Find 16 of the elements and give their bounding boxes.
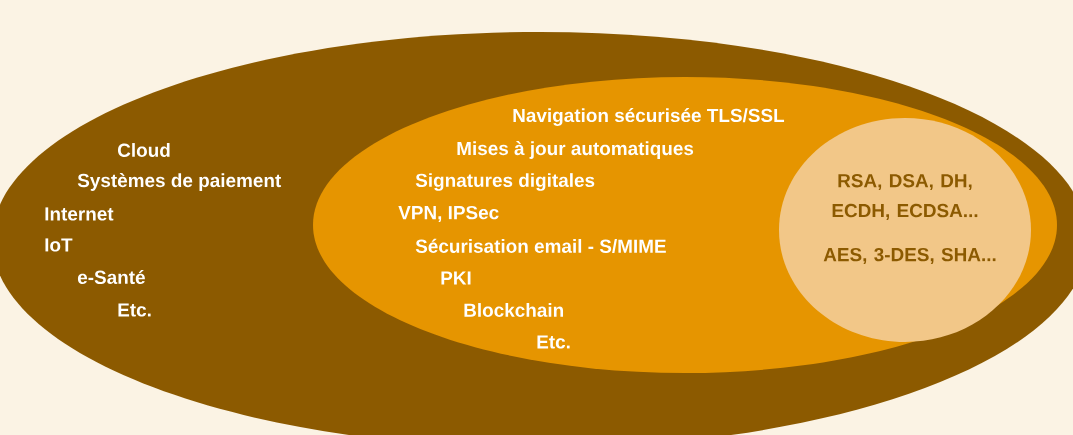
item-label: Blockchain <box>464 303 563 317</box>
item-label: Systèmes de paiement <box>77 173 282 191</box>
item-label: Sécurisation email - S/MIME <box>415 238 666 254</box>
item-label: VPN, IPSec <box>398 205 499 223</box>
item-label: Etc. <box>118 303 151 317</box>
item-label: Internet <box>45 207 114 221</box>
item-label: RSA, DSA, DH, ECDH, ECDSA... <box>832 173 978 220</box>
item-label: Navigation sécurisée TLS/SSL <box>513 108 785 126</box>
item-label: Etc. <box>537 335 570 349</box>
item-label: Signatures digitales <box>415 173 595 191</box>
item-label: IoT <box>45 238 73 252</box>
item-label: Mises à jour automatiques <box>457 141 694 159</box>
item-label: e-Santé <box>77 269 145 285</box>
item-label: Cloud <box>118 143 170 157</box>
item-label: AES, 3-DES, SHA... <box>823 247 996 265</box>
item-label: PKI <box>441 271 471 285</box>
